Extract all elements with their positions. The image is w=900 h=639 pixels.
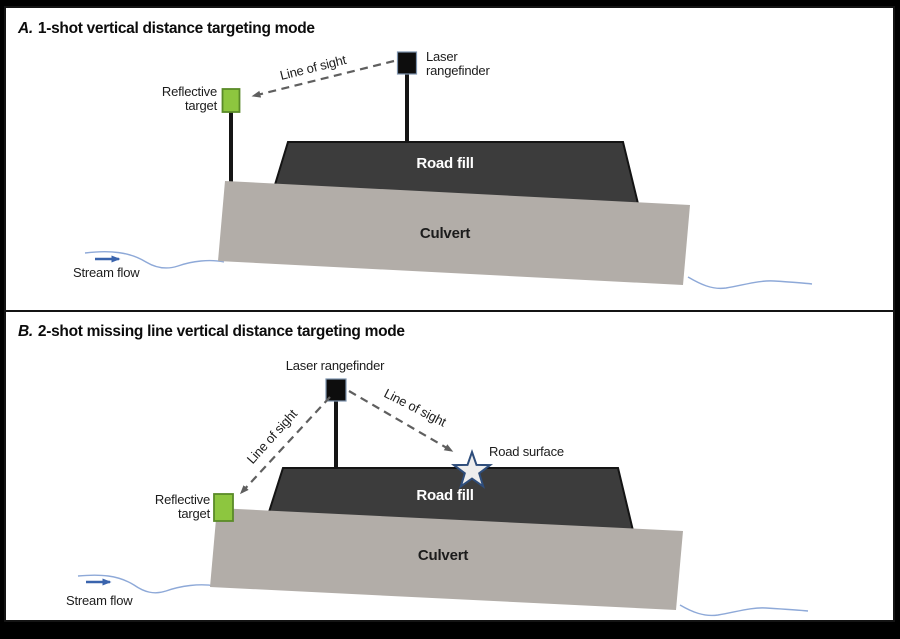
culvert-b xyxy=(210,508,683,610)
reflective-target-label-b: Reflective target xyxy=(154,492,210,521)
reflective-target-label-a: Reflective target xyxy=(161,84,217,113)
line-of-sight-b-right xyxy=(348,390,454,452)
panel-a-letter: A. xyxy=(18,20,33,37)
reflective-target-b xyxy=(213,493,234,522)
stream-flow-label-b: Stream flow xyxy=(66,593,133,608)
laser-rangefinder-label-b: Laser rangefinder xyxy=(285,358,385,373)
panel-b-letter: B. xyxy=(18,323,33,340)
stream-line-left-b xyxy=(77,574,216,594)
stream-line-right-a xyxy=(687,276,813,290)
panel-divider xyxy=(4,310,895,312)
stream-line-right-b xyxy=(679,604,809,617)
reflective-target-a xyxy=(221,88,241,113)
line-of-sight-b-left xyxy=(239,396,331,495)
laser-rangefinder-a xyxy=(396,51,418,75)
stream-line-left-a xyxy=(84,251,225,269)
road-surface-label: Road surface xyxy=(489,444,564,459)
culvert-a xyxy=(218,181,690,285)
line-of-sight-a xyxy=(251,59,395,98)
culvert-label-a: Culvert xyxy=(419,225,471,242)
laser-rangefinder-label-a: Laser rangefinder xyxy=(426,49,490,78)
road-fill-label-b: Road fill xyxy=(416,487,474,504)
laser-rangefinder-b xyxy=(325,378,347,402)
panel-a-title: A.1-shot vertical distance targeting mod… xyxy=(18,20,315,37)
culvert-label-b: Culvert xyxy=(417,547,469,564)
road-surface-star xyxy=(450,448,494,489)
road-fill-label-a: Road fill xyxy=(416,155,474,172)
stream-flow-label-a: Stream flow xyxy=(73,265,140,280)
panel-b-title: B.2-shot missing line vertical distance … xyxy=(18,323,405,340)
